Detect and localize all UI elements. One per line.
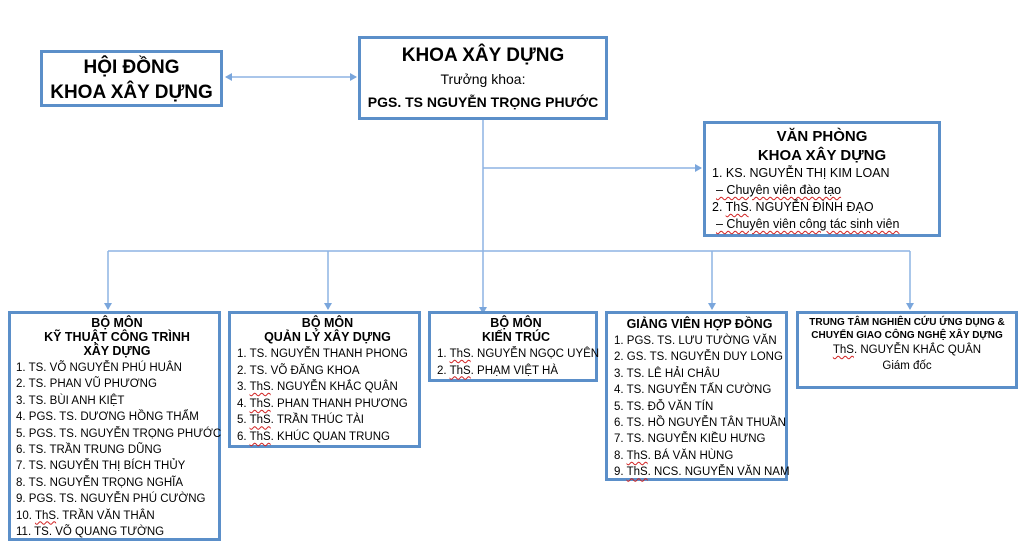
council-box: HỘI ĐỒNG KHOA XÂY DỰNG bbox=[40, 50, 223, 107]
center-role: Giám đốc bbox=[882, 360, 932, 372]
list-item: 7. TS. NGUYỄN THỊ BÍCH THỦY bbox=[16, 460, 186, 473]
list-item: 5. ThS. TRẦN THÚC TÀI bbox=[237, 414, 364, 427]
contract-title: GIẢNG VIÊN HỢP ĐỒNG bbox=[626, 317, 773, 331]
center-name-rest: . NGUYỄN KHẮC QUÂN bbox=[853, 344, 982, 356]
dept-mgmt-line1: BỘ MÔN bbox=[301, 316, 354, 330]
dept-mgmt-line2: QUẢN LÝ XÂY DỰNG bbox=[264, 330, 391, 344]
dept-mgmt-members: 1. TS. NGUYỄN THANH PHONG 2. TS. VÕ ĐĂNG … bbox=[237, 346, 418, 446]
office-line1: VĂN PHÒNG bbox=[776, 128, 868, 145]
office-line2: KHOA XÂY DỰNG bbox=[757, 147, 887, 164]
dept-civil-line1: BỘ MÔN bbox=[91, 316, 143, 330]
list-item: 5. TS. ĐỖ VĂN TÍN bbox=[614, 400, 714, 413]
list-item: 6. TS. TRẦN TRUNG DŨNG bbox=[16, 444, 162, 457]
list-item: 8. ThS. BÁ VĂN HÙNG bbox=[614, 449, 734, 462]
dept-arch-line1: BỘ MÔN bbox=[490, 316, 542, 330]
contract-box: GIẢNG VIÊN HỢP ĐỒNG 1. PGS. TS. LƯU TƯỜN… bbox=[605, 311, 790, 481]
list-item: 3. TS. LÊ HẢI CHÂU bbox=[614, 367, 720, 380]
list-item: 4. PGS. TS. DƯƠNG HỒNG THẨM bbox=[16, 411, 199, 424]
office-staff-2-role: – Chuyên viên công tác sinh viên bbox=[712, 216, 938, 233]
list-item: 2. ThS. PHẠM VIỆT HÀ bbox=[437, 364, 559, 377]
faculty-title: KHOA XÂY DỰNG bbox=[401, 45, 565, 66]
list-item: 3. TS. BÙI ANH KIỆT bbox=[16, 394, 125, 407]
office-staff-1: 1. KS. NGUYỄN THỊ KIM LOAN bbox=[712, 166, 890, 180]
center-name-title: ThS bbox=[832, 344, 854, 356]
list-item: 5. PGS. TS. NGUYỄN TRỌNG PHƯỚC bbox=[16, 427, 222, 440]
faculty-head: PGS. TS NGUYỄN TRỌNG PHƯỚC bbox=[367, 94, 599, 110]
list-item: 6. TS. HỒ NGUYỄN TÂN THUẦN bbox=[614, 417, 786, 430]
dept-mgmt-box: BỘ MÔN QUẢN LÝ XÂY DỰNG 1. TS. NGUYỄN TH… bbox=[228, 311, 421, 448]
dept-arch-members: 1. ThS. NGUYỄN NGỌC UYÊN 2. ThS. PHẠM VIỆ… bbox=[437, 346, 600, 379]
list-item: 10. ThS. TRẦN VĂN THÂN bbox=[16, 509, 155, 522]
list-item: 2. TS. PHAN VŨ PHƯƠNG bbox=[16, 378, 157, 391]
list-item: 8. TS. NGUYỄN TRỌNG NGHĨA bbox=[16, 476, 183, 489]
office-staff-2-role-text: – Chuyên viên công tác sinh viên bbox=[716, 217, 900, 231]
center-line1: TRUNG TÂM NGHIÊN CỨU ỨNG DỤNG & bbox=[809, 317, 1005, 328]
office-staff-1-role: – Chuyên viên đào tạo bbox=[712, 182, 938, 199]
dept-arch-box: BỘ MÔN KIẾN TRÚC 1. ThS. NGUYỄN NGỌC UYÊ… bbox=[428, 311, 600, 382]
center-box: TRUNG TÂM NGHIÊN CỨU ỨNG DỤNG & CHUYỂN G… bbox=[796, 311, 1018, 389]
list-item: 4. TS. NGUYỄN TẤN CƯỜNG bbox=[614, 384, 772, 397]
office-staff-2-rest: . NGUYỄN ĐÌNH ĐẠO bbox=[748, 200, 874, 214]
list-item: 9. ThS. NCS. NGUYỄN VĂN NAM bbox=[614, 466, 790, 479]
faculty-role: Trưởng khoa: bbox=[440, 71, 526, 87]
list-item: 6. ThS. KHÚC QUAN TRUNG bbox=[237, 430, 390, 443]
list-item: 1. TS. NGUYỄN THANH PHONG bbox=[237, 348, 408, 360]
office-staff-1-role-text: – Chuyên viên đào tạo bbox=[716, 183, 842, 197]
office-box: VĂN PHÒNG KHOA XÂY DỰNG 1. KS. NGUYỄN TH… bbox=[703, 121, 941, 237]
faculty-box: KHOA XÂY DỰNG Trưởng khoa: PGS. TS NGUYỄ… bbox=[358, 36, 608, 120]
office-staff-2-prefix: 2. bbox=[712, 200, 726, 214]
list-item: 2. TS. VÕ ĐĂNG KHOA bbox=[237, 364, 360, 377]
dept-civil-line3: XÂY DỰNG bbox=[83, 344, 151, 358]
list-item: 11. TS. VÕ QUANG TƯỜNG bbox=[16, 526, 165, 539]
dept-civil-members: 1. TS. VÕ NGUYỄN PHÚ HUÂN 2. TS. PHAN VŨ … bbox=[16, 360, 222, 540]
list-item: 9. PGS. TS. NGUYỄN PHÚ CƯỜNG bbox=[16, 493, 206, 506]
list-item: 1. TS. VÕ NGUYỄN PHÚ HUÂN bbox=[16, 362, 182, 374]
list-item: 4. ThS. PHAN THANH PHƯƠNG bbox=[237, 397, 408, 410]
center-name: ThS. NGUYỄN KHẮC QUÂN bbox=[799, 342, 1015, 358]
contract-members: 1. PGS. TS. LƯU TƯỜNG VĂN 2. GS. TS. NGUY… bbox=[614, 333, 790, 481]
list-item: 3. ThS. NGUYỄN KHẮC QUÂN bbox=[237, 381, 398, 394]
council-line1: HỘI ĐỒNG bbox=[83, 57, 180, 78]
office-staff-2-title: ThS bbox=[725, 200, 749, 214]
council-line2: KHOA XÂY DỰNG bbox=[50, 82, 213, 103]
dept-civil-line2: KỸ THUẬT CÔNG TRÌNH bbox=[44, 330, 190, 344]
dept-civil-box: BỘ MÔN KỸ THUẬT CÔNG TRÌNH XÂY DỰNG 1. T… bbox=[8, 311, 221, 541]
list-item: 2. GS. TS. NGUYỄN DUY LONG bbox=[614, 351, 783, 364]
center-line2: CHUYỂN GIAO CÔNG NGHỆ XÂY DỰNG bbox=[811, 330, 1003, 341]
office-staff-2: 2. ThS. NGUYỄN ĐÌNH ĐẠO bbox=[712, 199, 938, 216]
list-item: 1. PGS. TS. LƯU TƯỜNG VĂN bbox=[614, 335, 777, 347]
list-item: 1. ThS. NGUYỄN NGỌC UYÊN bbox=[437, 348, 600, 360]
dept-arch-line2: KIẾN TRÚC bbox=[481, 330, 551, 344]
list-item: 7. TS. NGUYỄN KIỀU HƯNG bbox=[614, 433, 766, 446]
